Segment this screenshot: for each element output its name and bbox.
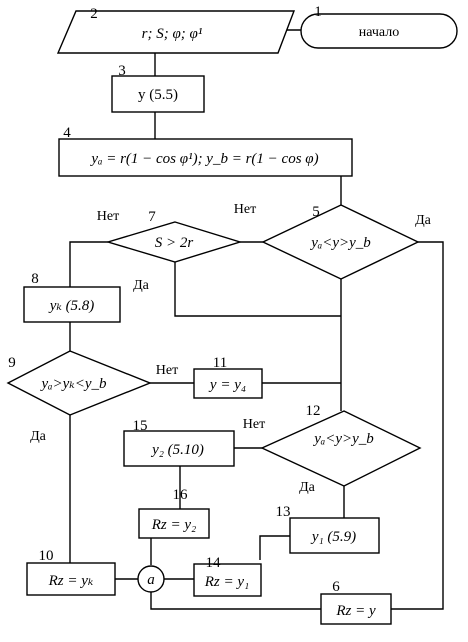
node-7-number: 7 xyxy=(148,209,156,225)
node-15-label: y₂ (5.10) xyxy=(150,442,204,458)
node-6-label: Rz = y xyxy=(335,603,376,619)
process-box-shape xyxy=(23,286,121,323)
connector-label: a xyxy=(147,572,155,588)
decision-diamond-shape xyxy=(105,221,243,263)
node-5-no-label: Нет xyxy=(234,202,256,217)
node-9-number: 9 xyxy=(8,355,16,371)
node-15-process: y₂ (5.10) 15 xyxy=(123,418,235,467)
process-box-shape xyxy=(193,368,263,399)
decision-diamond-shape xyxy=(260,410,422,487)
node-6-process: Rz = y 6 xyxy=(320,579,392,625)
node-1-number: 1 xyxy=(314,4,322,20)
node-15-number: 15 xyxy=(133,418,148,434)
process-box-shape xyxy=(138,508,210,539)
node-8-label: yₖ (5.8) xyxy=(48,298,95,314)
node-2-label: r; S; φ; φ¹ xyxy=(142,26,203,42)
node-12-yes-label: Да xyxy=(299,480,316,495)
node-5-number: 5 xyxy=(312,204,320,220)
node-9-yes-label: Да xyxy=(30,429,47,444)
node-13-process: y₁ (5.9) 13 xyxy=(276,504,380,554)
node-3-process: y (5.5) 3 xyxy=(111,63,205,113)
node-11-number: 11 xyxy=(213,355,227,371)
edge-7-merge xyxy=(174,260,341,317)
node-2-number: 2 xyxy=(90,6,98,22)
node-7-no-label: Нет xyxy=(97,209,119,224)
node-5-decision: yₐ<y>y_b 5 Нет Да xyxy=(234,202,432,280)
start-terminator-shape xyxy=(300,13,458,49)
edge-7-8 xyxy=(69,241,108,287)
node-4-number: 4 xyxy=(63,125,71,141)
connector-circle-shape xyxy=(137,565,165,593)
edge-5-6 xyxy=(391,241,444,610)
node-13-label: y₁ (5.9) xyxy=(310,529,356,545)
node-12-label: yₐ<y>y_b xyxy=(312,431,374,447)
process-box-shape xyxy=(111,75,205,113)
node-14-number: 14 xyxy=(206,555,222,571)
node-11-label: y = y₄ xyxy=(208,377,246,393)
node-11-process: y = y₄ 11 xyxy=(193,355,263,399)
node-8-number: 8 xyxy=(31,271,39,287)
node-4-process: yₐ = r(1 − cos φ¹); y_b = r(1 − cos φ) 4 xyxy=(58,125,353,177)
node-3-number: 3 xyxy=(118,63,126,79)
node-1-start: начало 1 xyxy=(300,4,458,49)
node-7-yes-label: Да xyxy=(133,278,150,293)
process-box-shape xyxy=(123,430,235,467)
process-box-shape xyxy=(320,593,392,625)
node-14-label: Rz = y₁ xyxy=(204,574,250,590)
node-14-process: Rz = y₁ 14 xyxy=(193,555,262,597)
node-10-number: 10 xyxy=(39,548,54,564)
node-5-yes-label: Да xyxy=(415,213,432,228)
node-3-label: y (5.5) xyxy=(138,87,178,103)
node-8-process: yₖ (5.8) 8 xyxy=(23,271,121,323)
connector-a: a xyxy=(137,565,165,593)
node-12-no-label: Нет xyxy=(243,417,265,432)
decision-diamond-shape xyxy=(261,204,420,280)
node-12-number: 12 xyxy=(306,403,321,419)
node-16-label: Rz = y₂ xyxy=(151,517,197,533)
node-7-decision: S > 2r 7 Нет Да xyxy=(97,209,243,293)
process-box-shape xyxy=(26,562,116,596)
edge-a-6 xyxy=(150,592,321,610)
node-1-label: начало xyxy=(359,25,400,40)
node-2-input: r; S; φ; φ¹ 2 xyxy=(56,6,296,54)
flow-lines xyxy=(69,29,444,610)
node-6-number: 6 xyxy=(332,579,340,595)
input-parallelogram-shape xyxy=(56,10,296,54)
node-9-label: yₐ>yₖ<y_b xyxy=(39,376,107,392)
node-16-number: 16 xyxy=(173,487,189,503)
node-10-label: Rz = yₖ xyxy=(48,573,94,589)
node-4-label: yₐ = r(1 − cos φ¹); y_b = r(1 − cos φ) xyxy=(89,151,318,167)
node-10-process: Rz = yₖ 10 xyxy=(26,548,116,596)
process-box-shape xyxy=(193,563,262,597)
node-9-decision: yₐ>yₖ<y_b 9 Нет Да xyxy=(6,350,178,444)
node-12-decision: yₐ<y>y_b 12 Нет Да xyxy=(243,403,422,495)
decision-diamond-shape xyxy=(6,350,152,416)
node-9-no-label: Нет xyxy=(156,363,178,378)
edge-13-14 xyxy=(259,535,290,560)
node-13-number: 13 xyxy=(276,504,291,520)
node-5-label: yₐ<y>y_b xyxy=(309,235,371,251)
node-7-label: S > 2r xyxy=(155,235,194,251)
process-box-shape xyxy=(58,138,353,177)
process-box-shape xyxy=(289,517,380,554)
node-16-process: Rz = y₂ 16 xyxy=(138,487,210,539)
